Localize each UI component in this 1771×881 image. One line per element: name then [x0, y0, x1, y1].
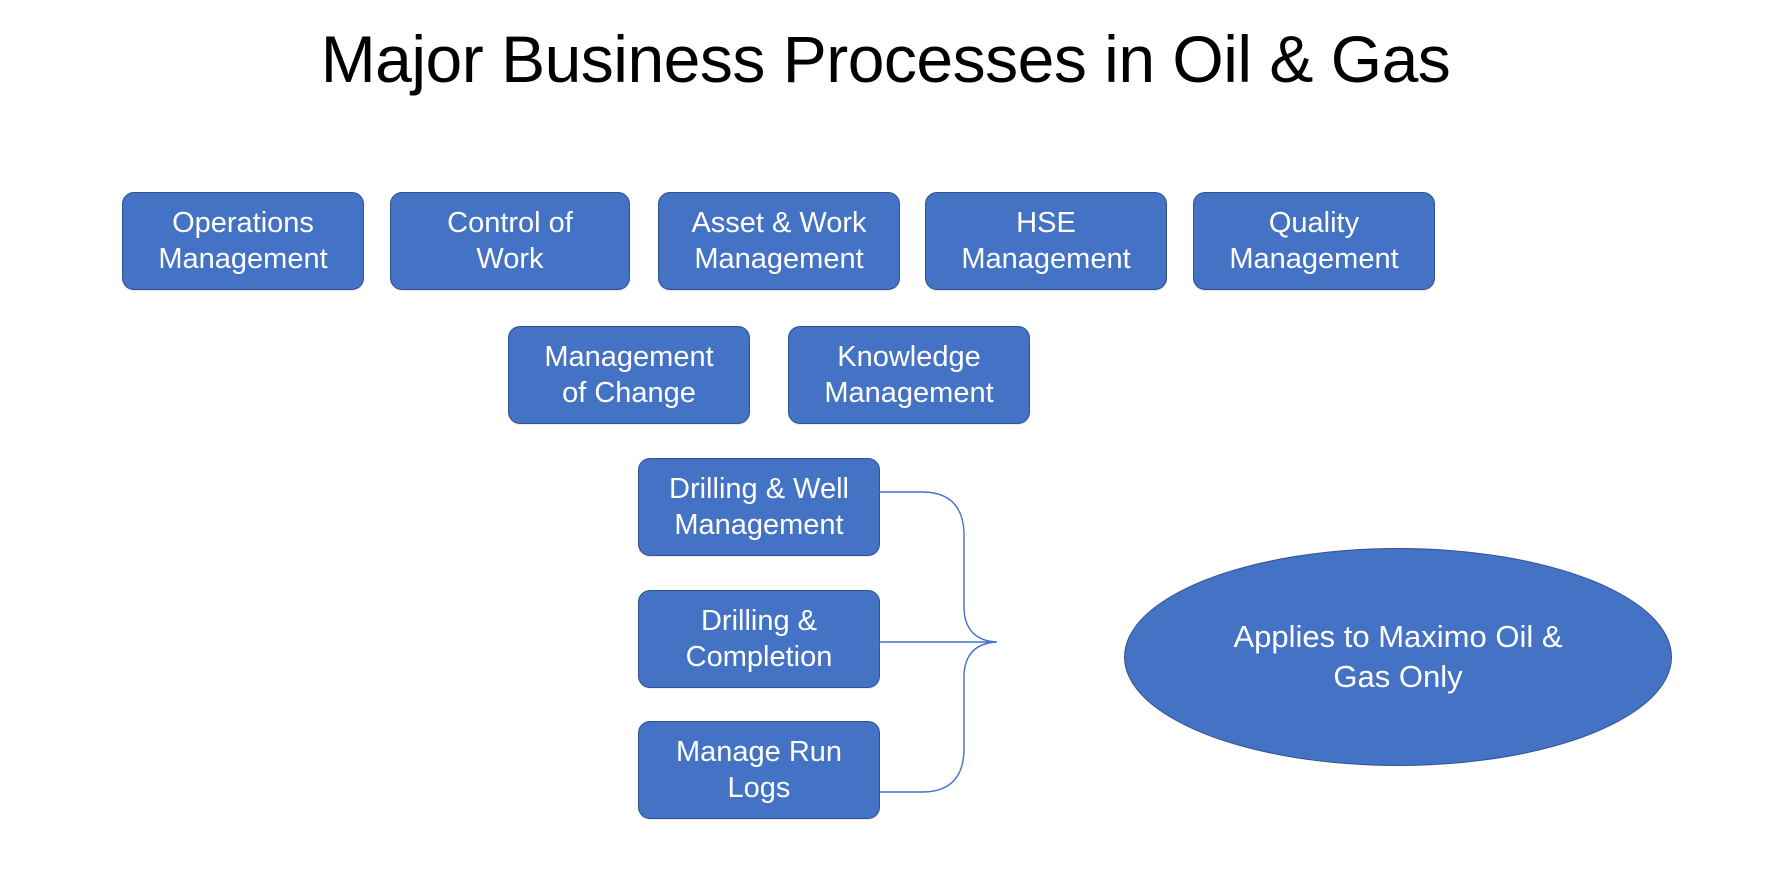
label-line-1: Asset & Work [691, 206, 867, 239]
label-line-1: Drilling & [700, 604, 818, 637]
label-line-2: Management [961, 243, 1131, 275]
label-line-1: Manage Run [675, 735, 843, 768]
process-box-quality-management[interactable]: Quality Management [1193, 192, 1435, 290]
label-line-2: Management [824, 377, 994, 409]
process-box-label: Manage Run Logs [676, 734, 842, 807]
label-line-1: Quality [1268, 206, 1360, 239]
label-line-1: HSE [1016, 206, 1076, 239]
label-line-1: Management [544, 340, 714, 373]
process-box-label: Drilling & Well Management [669, 471, 849, 544]
label-line-2: Management [158, 243, 328, 275]
process-box-label: Asset & Work Management [691, 205, 866, 278]
label-line-1: Drilling & Well [669, 472, 849, 505]
label-line-1: Knowledge [837, 340, 981, 373]
callout-line-2: Gas Only [1333, 659, 1463, 694]
process-box-label: Drilling & Completion [686, 603, 833, 676]
process-box-label: Management of Change [544, 339, 713, 412]
process-box-asset-and-work-management[interactable]: Asset & Work Management [658, 192, 900, 290]
label-line-2: Management [1229, 243, 1399, 275]
process-box-manage-run-logs[interactable]: Manage Run Logs [638, 721, 880, 819]
label-line-2: Management [674, 509, 844, 541]
process-box-knowledge-management[interactable]: Knowledge Management [788, 326, 1030, 424]
page-title: Major Business Processes in Oil & Gas [320, 22, 1451, 96]
label-line-1: Control of [447, 206, 573, 239]
label-line-2: Work [476, 243, 544, 275]
process-box-drilling-and-well-management[interactable]: Drilling & Well Management [638, 458, 880, 556]
process-box-drilling-and-completion[interactable]: Drilling & Completion [638, 590, 880, 688]
callout-label: Applies to Maximo Oil & Gas Only [1233, 617, 1562, 698]
process-box-control-of-work[interactable]: Control of Work [390, 192, 630, 290]
label-line-2: Completion [685, 641, 833, 673]
curly-brace-connector-icon [875, 491, 997, 793]
process-box-operations-management[interactable]: Operations Management [122, 192, 364, 290]
process-box-management-of-change[interactable]: Management of Change [508, 326, 750, 424]
process-box-hse-management[interactable]: HSE Management [925, 192, 1167, 290]
label-line-2: of Change [562, 377, 696, 409]
process-box-label: Operations Management [158, 205, 327, 278]
process-box-label: Knowledge Management [824, 339, 993, 412]
process-box-label: Control of Work [447, 205, 573, 278]
label-line-2: Logs [727, 772, 791, 804]
label-line-2: Management [694, 243, 864, 275]
callout-line-1: Applies to Maximo Oil & [1233, 618, 1563, 654]
process-box-label: Quality Management [1229, 205, 1398, 278]
callout-ellipse-applies-to-maximo-oil-and-gas-only[interactable]: Applies to Maximo Oil & Gas Only [1124, 548, 1672, 766]
process-box-label: HSE Management [961, 205, 1130, 278]
label-line-1: Operations [172, 206, 314, 239]
